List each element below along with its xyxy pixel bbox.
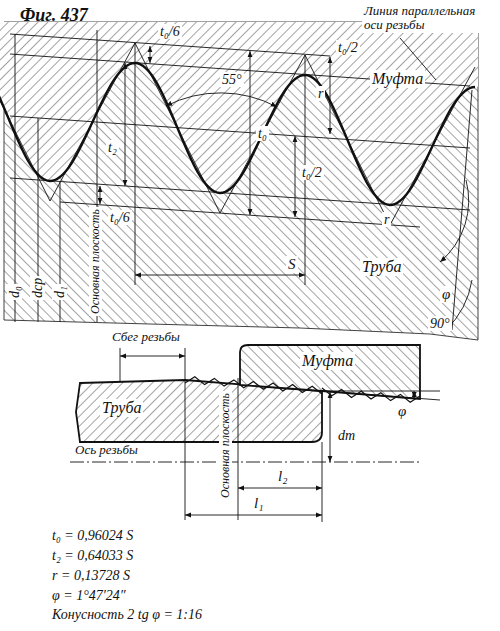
dimension-label: l₁ [252,495,265,512]
formula: Конусность 2 tg φ = 1:16 [52,607,202,622]
angle-label: φ [440,286,452,303]
dimension-label: Сбег резьбы [112,330,180,344]
plane-label: Основная плоскость [89,207,102,316]
diameter-label: d₁ [52,284,67,300]
dimension-label: t₀/6 [108,210,132,225]
dimension-label: t₀/6 [158,24,182,39]
diameter-label: d₀ [7,284,22,300]
formula: t₀ = 0,96024 S [52,528,133,543]
angle-label: 90° [428,316,452,331]
dimension-label: t₀/2 [336,40,360,55]
radius-label: r [382,212,391,227]
axis-label: Ось резьбы [75,443,138,457]
formula: r = 0,13728 S [52,568,130,583]
angle-label: φ [396,403,408,420]
dimension-label: t₀ [256,126,269,141]
diameter-label: dт [336,428,357,443]
angle-label: 55° [220,72,244,87]
dimension-label: t₂ [106,140,119,155]
formula: t₂ = 0,64033 S [52,548,133,563]
figure-title: Фиг. 437 [20,6,88,26]
plane-label: Основная плоскость [219,391,232,500]
diameter-label: dср [30,276,45,300]
part-name: Труба [100,399,143,417]
dimension-label: S [286,256,298,273]
part-name: Труба [360,258,403,276]
part-name: Муфта [300,352,355,370]
dimension-label: t₀/2 [300,165,324,180]
callout-note: Линия параллельная оси резьбы [362,4,484,33]
dimension-label: l₂ [276,468,289,485]
part-name: Муфта [370,70,425,88]
radius-label: r [316,86,325,101]
formula: φ = 1°47′24″ [52,588,126,603]
